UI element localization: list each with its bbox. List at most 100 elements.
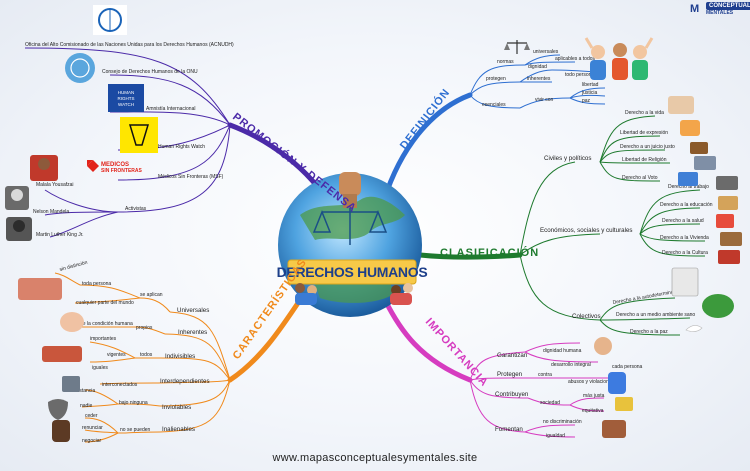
footer-url[interactable]: www.mapasconceptualesymentales.site [0,452,750,464]
def-justicia: justicia [581,90,598,96]
imp-mas-justa: más justa [583,393,605,399]
imp-dignidad: dignidad humana [543,348,582,354]
car-ceder: ceder [85,413,98,419]
gavel-icon [690,142,708,154]
puzzle-icon [62,376,80,392]
hrw-logo-icon: HUMAN RIGHTS WATCH [108,84,144,112]
car-bajo-ninguna: bajo ninguna [119,400,148,406]
branch-line-importancia [385,300,470,380]
msf-logo-icon: MEDICOS SIN FRONTERAS [87,160,143,174]
clas-religion: Libertad de Religión [622,157,667,163]
clas-paz: Derecho a la paz [630,329,668,335]
justice-icon [615,397,633,411]
clas-cultura: Derecho a la Cultura [662,250,708,256]
clas-educacion: Derecho a la educación [660,202,713,208]
caracteristicas-illustrations [18,278,84,442]
car-universales: Universales [177,307,209,314]
un-emblem-icon [93,5,127,35]
central-node: DERECHOS HUMANOS [277,172,428,317]
car-vigentes: vigentes [107,352,126,358]
car-interdependientes: Interdependientes [160,378,210,385]
clas-colectivos: Colectivos [572,313,601,320]
clasificacion-illustrations [668,96,742,332]
imp-desarrollo: desarrollo integral [551,362,591,368]
stop-hand-icon [608,372,626,394]
imp-fomentan: Fomentan [495,426,523,433]
vote-icon [678,172,698,186]
clas-juicio: Derecho a un juicio justo [620,144,675,150]
clas-expresion: Libertad de expresión [620,130,668,136]
car-todos: todos [140,352,153,358]
brand-line1: CONCEPTUALES [706,2,750,10]
brand-line2: MENTALES [706,10,733,16]
svg-text:HUMAN: HUMAN [118,90,135,95]
equality-icon [602,420,626,438]
car-renunciar: renunciar [82,425,103,431]
car-inviolables: Inviolables [162,404,191,411]
peace-dove-icon [686,325,702,331]
activist-malala: Malala Yousafzai [36,182,74,188]
people-world-icon [18,278,62,300]
clas-vivienda: Derecho a la Vivienda [660,235,709,241]
amnesty-logo-icon [120,117,158,153]
self-determination-icon [672,268,698,296]
imp-contra: contra [538,372,552,378]
clas-civiles: Civiles y políticos [544,155,591,162]
activist-mandela: Nelson Mandela [33,209,69,215]
imp-cada-persona: cada persona [612,364,643,370]
def-libertad: libertad [582,82,599,88]
org-consejo-onu: Consejo de Derechos Humanos de la ONU [102,69,198,75]
baby-icon [60,312,84,332]
def-paz: paz [582,98,591,104]
def-vivir-con: vivir con [535,97,554,103]
brand-logo: M CONCEPTUALES MENTALES [690,2,748,18]
def-inherentes: inherentes [527,76,551,82]
culture-icon [718,250,740,264]
org-acnudh: Oficina del Alto Comisionado de las Naci… [25,42,234,48]
brand-mark: M [690,3,699,15]
activists-label: Activistas [125,206,147,212]
imp-no-discriminacion: no discriminación [543,419,582,425]
happy-people-illustration [586,38,652,80]
clas-economicos: Económicos, sociales y culturales [540,227,633,234]
scales-icon [504,40,530,54]
car-importantes: importantes [90,336,117,342]
def-normas: normas [497,59,514,65]
car-sin-distincion: sin distinción [59,260,88,273]
car-cualquier-parte: cualquier parte del mundo [76,300,134,306]
imp-equitativa: equitativa [582,408,604,414]
car-no-se-pueden: no se pueden [120,427,151,433]
org-hrw: Human Rights Watch [158,144,205,150]
car-inalienables: Inalienables [162,426,195,433]
imp-protegen: Protegen [497,371,523,378]
car-indivisibles: Indivisibles [165,353,195,360]
car-nadie: nadie [80,403,92,409]
religion-icon [694,156,716,170]
def-protegen: protegen [486,76,506,82]
car-condicion-humana: de la condición humana [80,321,133,327]
org-msf: Médicos Sin Fronteras (MSF) [158,174,224,180]
car-negociar: negociar [82,438,102,444]
clas-voto: Derecho al Voto [622,175,658,181]
imp-garantizan: Garantizan [497,352,528,359]
branch-title-definicion: DEFINICIÓN [397,86,453,152]
un-council-logo-icon [65,53,95,83]
def-universales: universales [533,49,559,55]
life-icon [668,96,694,114]
clas-medio-ambiente: Derecho a un medio ambiente sano [616,312,695,318]
def-dignidad: dignidad [528,64,547,70]
imp-contribuyen: Contribuyen [495,391,529,398]
activist-photos [5,155,58,241]
msf-logo-line2: SIN FRONTERAS [101,168,143,174]
car-iguales: iguales [92,365,108,371]
imp-igualdad: igualdad [546,433,565,439]
environment-icon [702,294,734,318]
imp-sociedad: sociedad [540,400,560,406]
activist-mlk: Martin Luther King Jr. [36,232,84,238]
car-se-aplican: se aplican [140,292,163,298]
org-amnistia: Amnistía Internacional [146,106,195,112]
imp-abusos: abusos y violaciones [568,379,615,385]
health-icon [716,214,734,228]
hands-icon [42,346,82,362]
